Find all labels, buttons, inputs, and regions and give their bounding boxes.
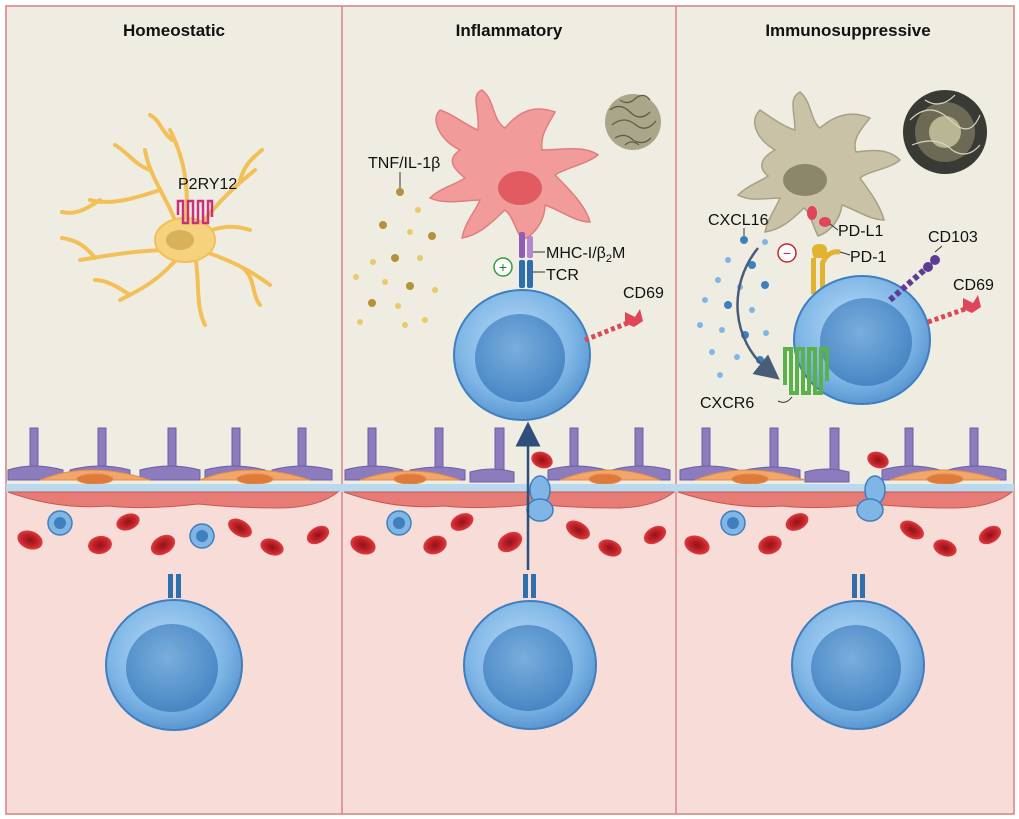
pdl1-label: PD-L1 bbox=[838, 223, 883, 240]
red-blood-cell-icon bbox=[17, 451, 1002, 557]
panel-title-inflammatory: Inflammatory bbox=[456, 21, 563, 40]
panel-title-immunosuppressive: Immunosuppressive bbox=[765, 21, 930, 40]
inhibition-minus-icon: − bbox=[777, 243, 797, 263]
circulating-t-cell-1-icon bbox=[105, 574, 243, 731]
panel-title-homeostatic: Homeostatic bbox=[123, 21, 225, 40]
cd69-label-inflammatory: CD69 bbox=[623, 285, 664, 302]
pd1-receptor-icon bbox=[811, 244, 841, 296]
tnf-il1b-label: TNF/IL-1β bbox=[368, 155, 440, 172]
suppressive-microglia-icon bbox=[736, 91, 902, 237]
pericyte-icon bbox=[39, 469, 1001, 485]
transmigrating-t-cell-icon bbox=[526, 475, 886, 522]
p2ry12-label: P2RY12 bbox=[178, 176, 237, 193]
endothelium-icon bbox=[7, 491, 1014, 509]
dense-plaque-icon bbox=[903, 90, 987, 174]
cytokine-dots-icon bbox=[353, 188, 438, 328]
cd69-receptor-icon-2 bbox=[927, 295, 981, 325]
cd103-label: CD103 bbox=[928, 229, 978, 246]
mhc-tcr-complex-icon bbox=[519, 232, 533, 288]
small-t-cell-in-blood-icon bbox=[47, 510, 746, 549]
mhc-label: MHC-I/β2M bbox=[546, 245, 625, 265]
pdl1-receptor-icon bbox=[807, 206, 831, 227]
pd1-label: PD-1 bbox=[850, 249, 887, 266]
homeostatic-microglia-icon bbox=[60, 113, 272, 327]
amyloid-plaque-icon bbox=[605, 94, 661, 150]
cxcr6-label: CXCR6 bbox=[700, 395, 754, 412]
basement-membrane bbox=[6, 484, 1014, 492]
inflammatory-microglia-icon bbox=[428, 89, 600, 241]
svg-text:−: − bbox=[783, 245, 791, 261]
inflammatory-t-cell-icon bbox=[453, 289, 591, 421]
tcr-label: TCR bbox=[546, 267, 579, 284]
cxcl16-label: CXCL16 bbox=[708, 212, 769, 229]
cxcr6-receptor-icon bbox=[783, 347, 829, 395]
cxcl16-chemokine-icon bbox=[697, 236, 769, 378]
svg-text:+: + bbox=[499, 259, 507, 275]
cd103-receptor-icon bbox=[888, 255, 940, 303]
activation-plus-icon: + bbox=[493, 257, 513, 277]
p2ry12-receptor-icon bbox=[176, 199, 214, 225]
chemotaxis-arrow bbox=[736, 247, 780, 380]
circulating-t-cell-3-icon bbox=[791, 574, 925, 730]
circulating-t-cell-2-icon bbox=[463, 574, 597, 730]
cd69-label-immunosuppressive: CD69 bbox=[953, 277, 994, 294]
cd69-receptor-icon bbox=[584, 309, 643, 343]
